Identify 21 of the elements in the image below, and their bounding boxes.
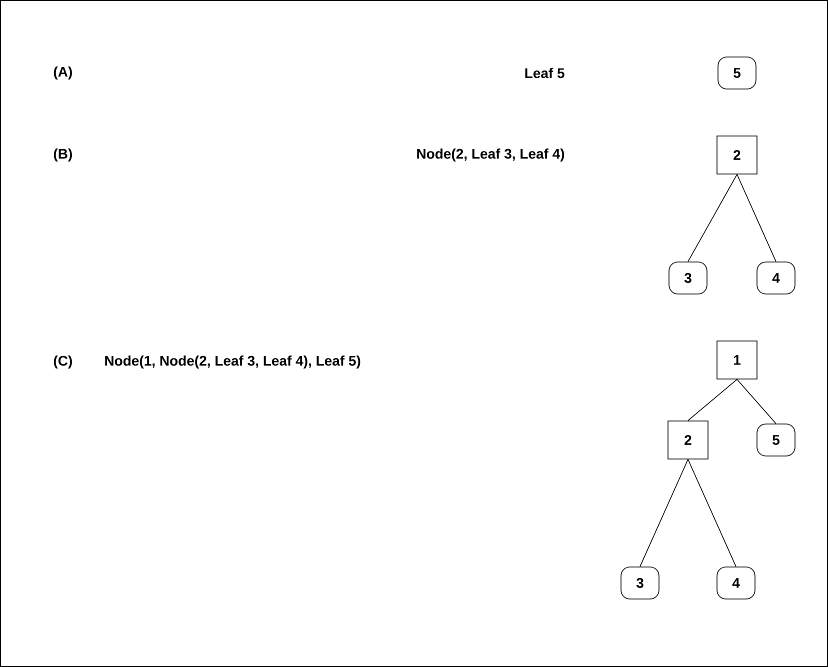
tree-edge (736, 174, 776, 262)
panel-letter: (C) (54, 355, 72, 368)
leaf-node: 5 (756, 424, 796, 456)
tree-node-box: 2 (716, 136, 758, 174)
panel-letter: (A) (54, 66, 72, 80)
tree-edge (688, 459, 736, 567)
leaf-node: 4 (716, 566, 756, 600)
tree-edge (688, 379, 738, 421)
expression-text: Leaf 5 (525, 68, 564, 78)
tree-node-box: 2 (668, 420, 708, 460)
tree-edge (736, 379, 776, 424)
tree-edge (640, 459, 688, 567)
tree-node-box: 1 (716, 340, 758, 380)
leaf-node: 5 (718, 56, 756, 90)
leaf-node: 4 (756, 262, 796, 294)
leaf-node: 3 (668, 262, 708, 294)
expression-text: Node(2, Leaf 3, Leaf 4) (417, 148, 564, 162)
panel-letter: (B) (54, 148, 72, 162)
tree-edge (688, 174, 738, 262)
leaf-node: 3 (620, 566, 660, 600)
expression-text: Node(1, Node(2, Leaf 3, Leaf 4), Leaf 5) (105, 355, 360, 368)
